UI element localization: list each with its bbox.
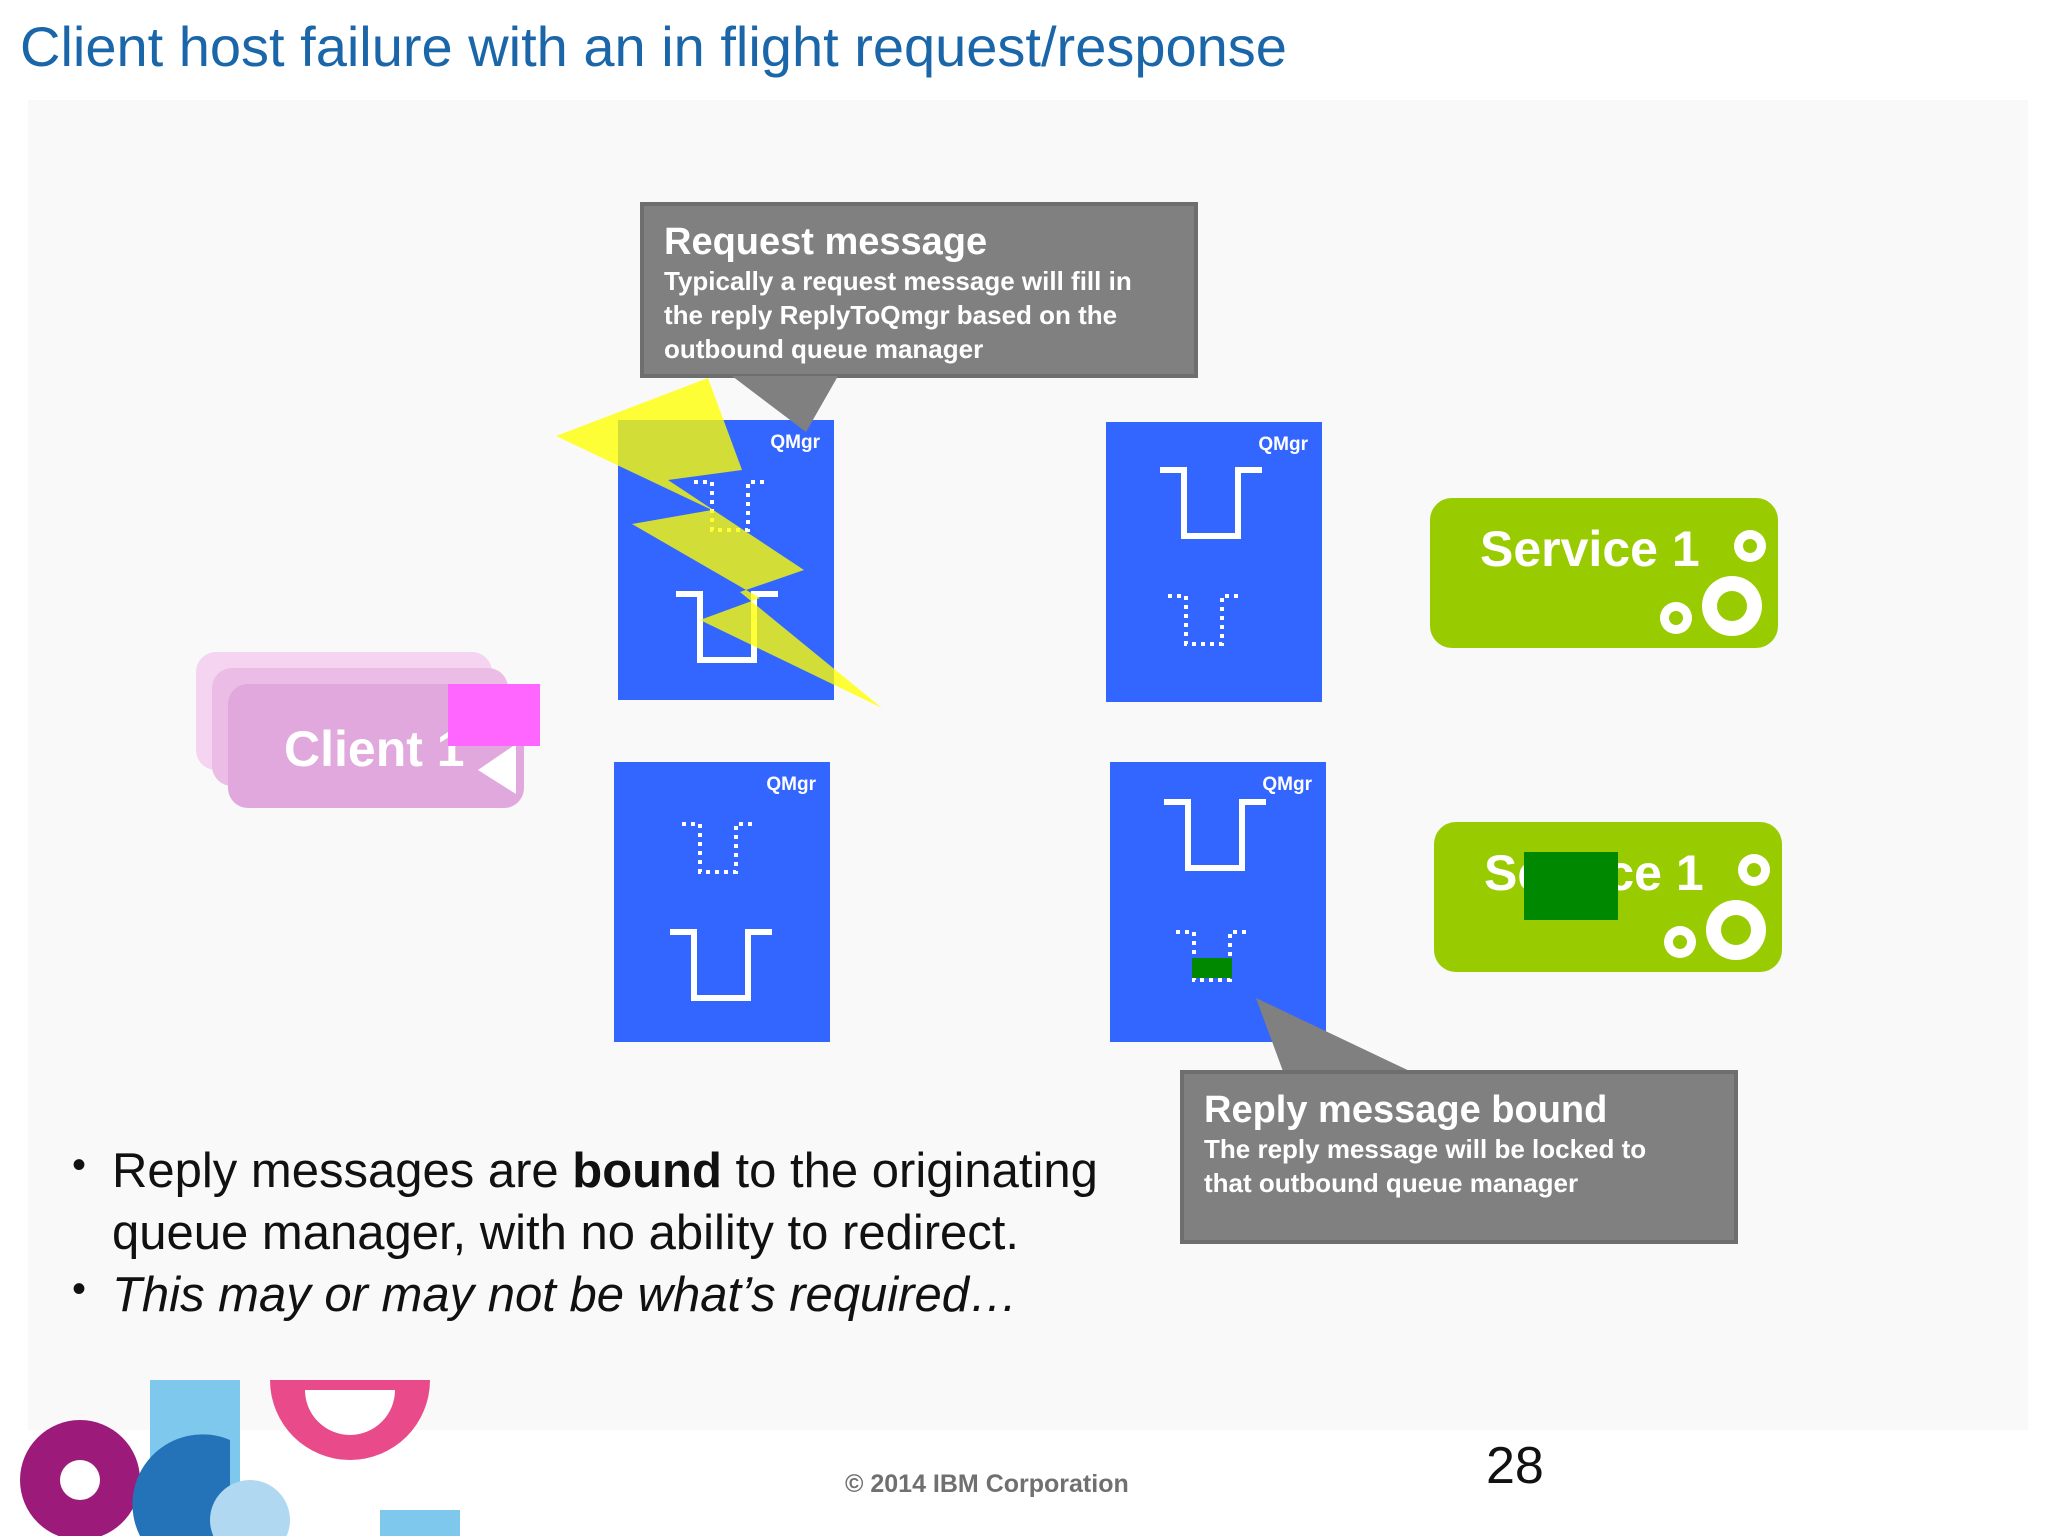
queue-dotted-icon: [682, 822, 754, 874]
queue-icon: [670, 929, 772, 1001]
gears-icon: [1664, 854, 1770, 960]
qmgr-label: QMgr: [766, 774, 816, 795]
client-label: Client 1: [284, 721, 465, 777]
queue-icon: [676, 591, 778, 663]
qmgr-label: QMgr: [1262, 774, 1312, 795]
client-card: Client 1: [228, 684, 524, 808]
bullet-item: Reply messages are bound to the originat…: [72, 1134, 1192, 1264]
request-callout: Request message Typically a request mess…: [640, 202, 1198, 378]
bullet-item: This may or may not be what’s required…: [72, 1258, 1192, 1326]
reply-callout-title: Reply message bound: [1204, 1089, 1608, 1131]
bullet-list: Reply messages are bound to the originat…: [72, 1134, 1192, 1326]
logo-icon: [20, 1380, 460, 1536]
reply-message-icon: [1524, 852, 1618, 920]
qmgr-label: QMgr: [1258, 434, 1308, 455]
client-arrow-icon: [478, 744, 516, 794]
gears-icon: [1660, 530, 1766, 636]
reply-callout: Reply message bound The reply message wi…: [1180, 1070, 1738, 1244]
queue-dotted-icon: [1168, 594, 1240, 646]
reply-callout-line: The reply message will be locked to: [1204, 1134, 1647, 1164]
qmgr-bottom-right: QMgr: [1110, 762, 1326, 1042]
reply-callout-line: that outbound queue manager: [1204, 1168, 1579, 1198]
message-envelope-icon: [448, 684, 540, 746]
queue-icon: [1160, 467, 1262, 539]
qmgr-top-right: QMgr: [1106, 422, 1322, 702]
copyright-footer: © 2014 IBM Corporation: [845, 1470, 1129, 1498]
slide-title: Client host failure with an in flight re…: [20, 15, 1287, 78]
request-callout-line: outbound queue manager: [664, 334, 984, 364]
request-callout-line: Typically a request message will fill in: [664, 266, 1132, 296]
request-callout-line: the reply ReplyToQmgr based on the: [664, 300, 1118, 330]
bullet-text: to the originating queue manager, with n…: [112, 1144, 1098, 1260]
request-callout-title: Request message: [664, 221, 988, 263]
queue-dotted-icon: [1176, 930, 1248, 982]
bullet-text: Reply messages are: [112, 1144, 573, 1198]
page-number: 28: [1486, 1437, 1544, 1495]
service-label: Service 1: [1480, 521, 1700, 577]
qmgr-label: QMgr: [770, 432, 820, 453]
queue-icon: [1164, 799, 1266, 871]
bullet-italic-text: This may or may not be what’s required…: [112, 1268, 1018, 1322]
bullet-bold-text: bound: [572, 1144, 722, 1198]
